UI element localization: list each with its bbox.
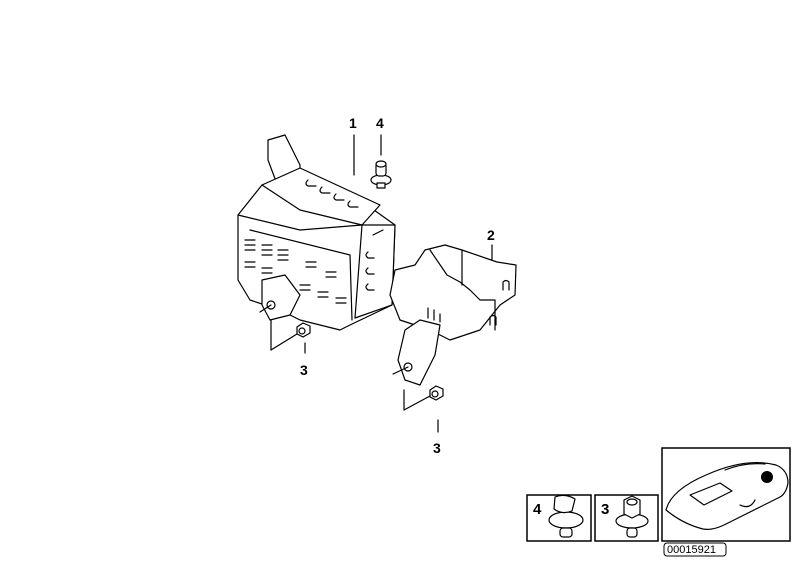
diagram-number: 00015921	[667, 544, 716, 556]
inset-clip[interactable]: 4	[526, 494, 592, 542]
inset-nut-label: 3	[601, 501, 609, 518]
callout-2: 2	[487, 227, 495, 243]
callout-4: 4	[376, 115, 384, 131]
bracket-part-2[interactable]	[389, 244, 517, 386]
leader-lines	[259, 134, 493, 433]
location-marker-icon	[761, 471, 773, 483]
callout-1: 1	[349, 115, 357, 131]
inset-clip-label: 4	[533, 501, 542, 518]
nut-part-3-left[interactable]	[296, 322, 311, 338]
nut-part-3-right[interactable]	[429, 385, 444, 401]
inset-nut[interactable]: 3	[594, 494, 659, 542]
vehicle-locator	[661, 447, 791, 542]
relay-carrier-part-1[interactable]	[237, 134, 396, 331]
clip-part-4[interactable]	[370, 160, 392, 189]
callout-3-right: 3	[433, 440, 441, 456]
callout-3-left: 3	[300, 362, 308, 378]
